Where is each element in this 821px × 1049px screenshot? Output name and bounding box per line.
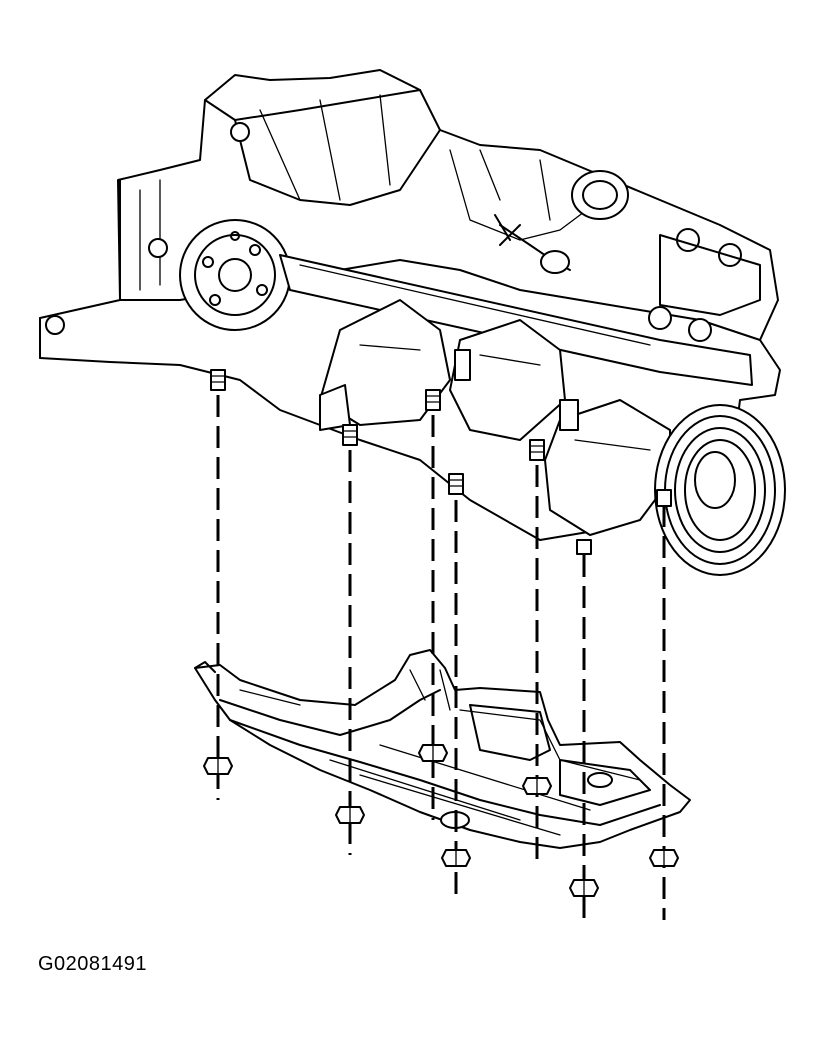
stud-3 xyxy=(425,389,441,411)
nut-7 xyxy=(649,849,679,867)
nut-5 xyxy=(522,777,552,795)
accessory-bracket xyxy=(648,228,761,342)
nut-4 xyxy=(441,849,471,867)
crank-pulley xyxy=(654,404,786,576)
nut-3 xyxy=(418,744,448,762)
engine-block xyxy=(39,69,786,576)
oil-pan-nuts xyxy=(203,744,679,897)
figure-id-label: G02081491 xyxy=(38,953,148,975)
stud-5 xyxy=(529,439,545,461)
rear-crank-flange xyxy=(179,219,291,331)
stud-6 xyxy=(576,539,592,555)
block-studs xyxy=(210,369,672,555)
nut-1 xyxy=(203,757,233,775)
stud-2 xyxy=(342,424,358,446)
front-seal xyxy=(571,170,629,220)
stud-4 xyxy=(448,473,464,495)
nut-6 xyxy=(569,879,599,897)
nut-2 xyxy=(335,806,365,824)
stud-1 xyxy=(210,369,226,391)
stud-7 xyxy=(656,489,672,507)
